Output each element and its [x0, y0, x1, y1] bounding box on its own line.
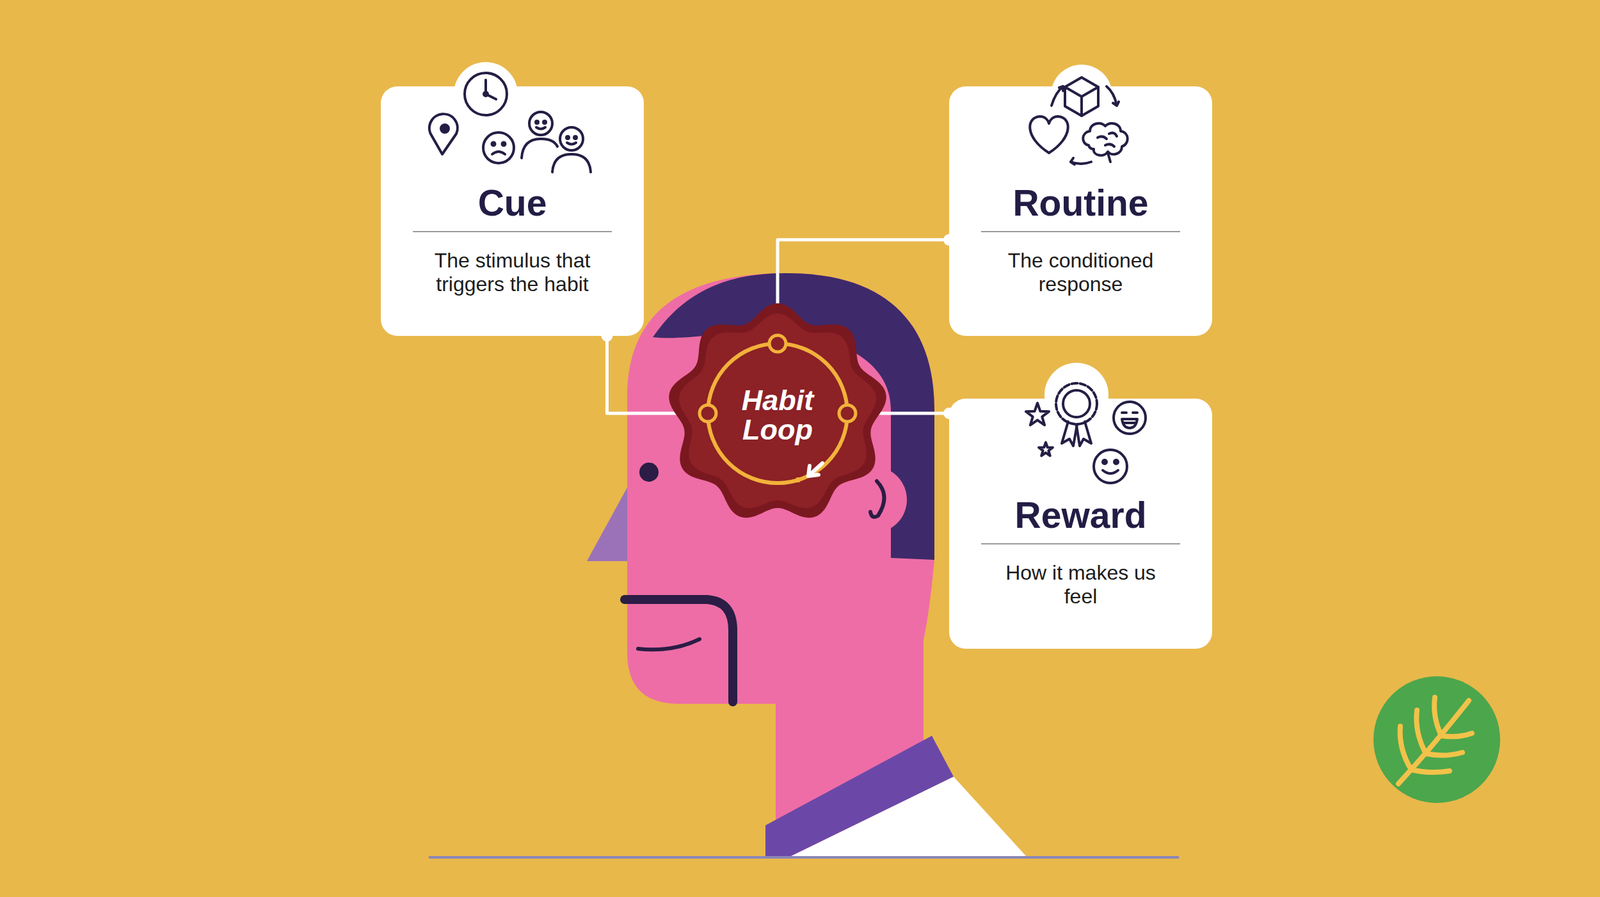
ring-port	[839, 405, 856, 422]
info-card: RewardHow it makes us feel	[949, 398, 1213, 649]
card-body: The conditioned response	[949, 248, 1213, 297]
ring-dot	[795, 477, 801, 483]
ground-line	[428, 856, 1179, 859]
ring-label: Habit Loop	[726, 385, 829, 445]
info-card: RoutineThe conditioned response	[949, 86, 1213, 336]
jaw-line	[624, 599, 733, 703]
card-body: The stimulus that triggers the habit	[380, 248, 644, 297]
card-icons	[949, 86, 1213, 183]
card-heading: Cue	[412, 182, 612, 233]
info-card: CueThe stimulus that triggers the habit	[380, 86, 644, 336]
mouth	[638, 639, 700, 650]
brain-inner	[679, 313, 877, 509]
nose	[586, 487, 628, 562]
loop-arrow	[808, 463, 823, 477]
ring-port	[769, 335, 786, 352]
card-heading: Reward	[981, 494, 1181, 545]
card-icons	[949, 398, 1213, 495]
card-icons	[380, 86, 644, 183]
hair	[652, 273, 935, 560]
ear-line	[870, 481, 885, 518]
eye	[639, 462, 659, 482]
card-heading: Routine	[981, 182, 1181, 233]
shirt	[788, 776, 1028, 858]
ring-port	[699, 405, 717, 422]
loop-ring	[707, 343, 848, 484]
logo	[1373, 676, 1501, 804]
habit-loop-ring: Habit Loop	[705, 341, 850, 486]
brain-outer	[668, 303, 886, 518]
card-body: How it makes us feel	[949, 561, 1213, 609]
